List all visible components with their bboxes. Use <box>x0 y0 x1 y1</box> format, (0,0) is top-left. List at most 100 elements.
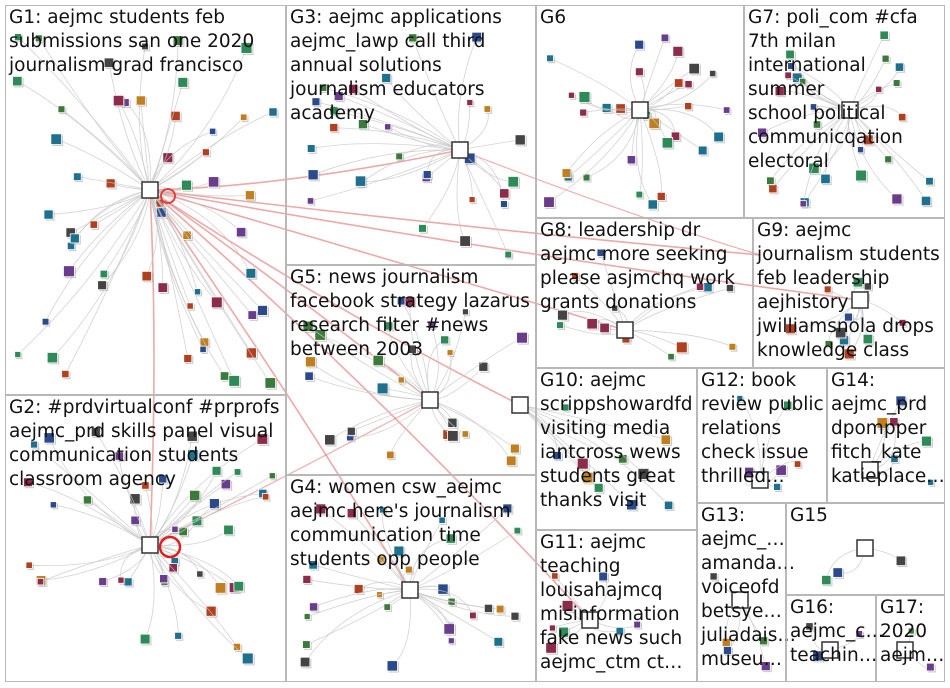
node-icon <box>823 285 832 294</box>
node-icon <box>881 54 890 63</box>
edge-line <box>139 46 151 191</box>
node-icon <box>319 83 328 92</box>
edge-line <box>307 325 431 401</box>
edge-line <box>310 149 461 202</box>
node-icon <box>112 94 125 107</box>
node-icon <box>835 327 847 339</box>
edge-line <box>149 544 179 636</box>
node-icon <box>709 572 718 581</box>
node-icon <box>684 80 693 89</box>
node-icon <box>468 196 476 204</box>
edge-line <box>149 189 263 311</box>
edge-line <box>639 108 719 138</box>
node-icon <box>408 33 418 43</box>
node-icon <box>427 321 436 330</box>
node-icon <box>895 555 907 566</box>
node-icon <box>141 270 152 282</box>
node-icon <box>785 323 796 335</box>
hub-node-icon <box>856 539 874 557</box>
node-icon <box>495 604 505 614</box>
group-box-g8: G8: leadership dr aejmc more seeking ple… <box>536 218 753 368</box>
node-icon <box>386 660 398 672</box>
node-icon <box>240 42 253 54</box>
node-icon <box>99 269 109 279</box>
node-icon <box>502 503 513 514</box>
edge-line <box>401 300 431 401</box>
node-icon <box>722 106 731 114</box>
node-icon <box>543 196 555 208</box>
node-icon <box>561 168 572 178</box>
node-icon <box>504 250 513 259</box>
node-icon <box>548 624 556 632</box>
node-icon <box>141 42 149 51</box>
node-icon <box>440 335 450 345</box>
node-icon <box>393 545 405 557</box>
node-icon <box>907 627 915 635</box>
edge-line <box>74 189 151 239</box>
node-icon <box>505 455 517 467</box>
hub-node-icon <box>141 536 159 554</box>
node-icon <box>728 342 737 351</box>
node-icon <box>43 209 54 220</box>
node-icon <box>240 113 248 122</box>
edge-line <box>29 544 151 567</box>
node-icon <box>447 417 458 428</box>
node-icon <box>311 97 321 107</box>
node-icon <box>568 91 575 99</box>
cross-group-edge <box>459 149 761 256</box>
edge-line <box>17 189 151 355</box>
node-icon <box>383 603 391 611</box>
group-label-g15: G15 <box>790 505 828 526</box>
node-icon <box>376 382 389 395</box>
edge-line <box>149 189 225 377</box>
edge-line <box>52 189 151 358</box>
node-icon <box>346 508 357 519</box>
node-icon <box>241 652 254 665</box>
node-icon <box>139 633 151 645</box>
node-icon <box>445 533 456 544</box>
node-icon <box>172 35 184 46</box>
edge-line <box>409 530 518 591</box>
node-icon <box>404 565 413 574</box>
node-icon <box>759 636 769 646</box>
node-icon <box>438 516 446 524</box>
node-icon <box>324 434 336 446</box>
edge-line <box>149 544 240 587</box>
node-icon <box>493 637 504 647</box>
cross-group-edge <box>149 189 591 621</box>
edge-line <box>409 588 474 616</box>
node-icon <box>552 451 562 461</box>
node-icon <box>596 248 605 257</box>
node-icon <box>223 524 234 536</box>
edge-line <box>56 138 151 191</box>
edge-line <box>360 149 461 182</box>
node-icon <box>725 284 734 293</box>
group-label-g8: G8: leadership dr aejmc more seeking ple… <box>540 220 735 313</box>
node-icon <box>556 321 564 329</box>
node-icon <box>302 320 314 332</box>
cross-group-edge <box>149 189 411 591</box>
node-icon <box>346 426 356 436</box>
node-icon <box>177 77 189 88</box>
node-icon <box>672 45 684 57</box>
hub-node-icon <box>896 641 914 659</box>
node-icon <box>304 371 314 381</box>
edge-line <box>149 40 179 191</box>
edge-line <box>149 189 191 307</box>
node-icon <box>256 433 269 445</box>
edge-line <box>101 189 151 286</box>
hub-node-icon <box>421 391 439 409</box>
node-icon <box>824 340 832 348</box>
node-icon <box>168 563 178 573</box>
node-icon <box>884 155 893 164</box>
node-icon <box>36 578 45 586</box>
node-icon <box>157 282 169 293</box>
node-icon <box>69 233 80 244</box>
node-icon <box>308 560 318 570</box>
node-icon <box>925 176 934 186</box>
node-icon <box>245 268 257 279</box>
hub-node-icon <box>511 396 529 414</box>
node-icon <box>785 49 795 60</box>
group-box-g14: G14: aejmc_prd dpompper fitch_kate katie… <box>827 368 945 503</box>
